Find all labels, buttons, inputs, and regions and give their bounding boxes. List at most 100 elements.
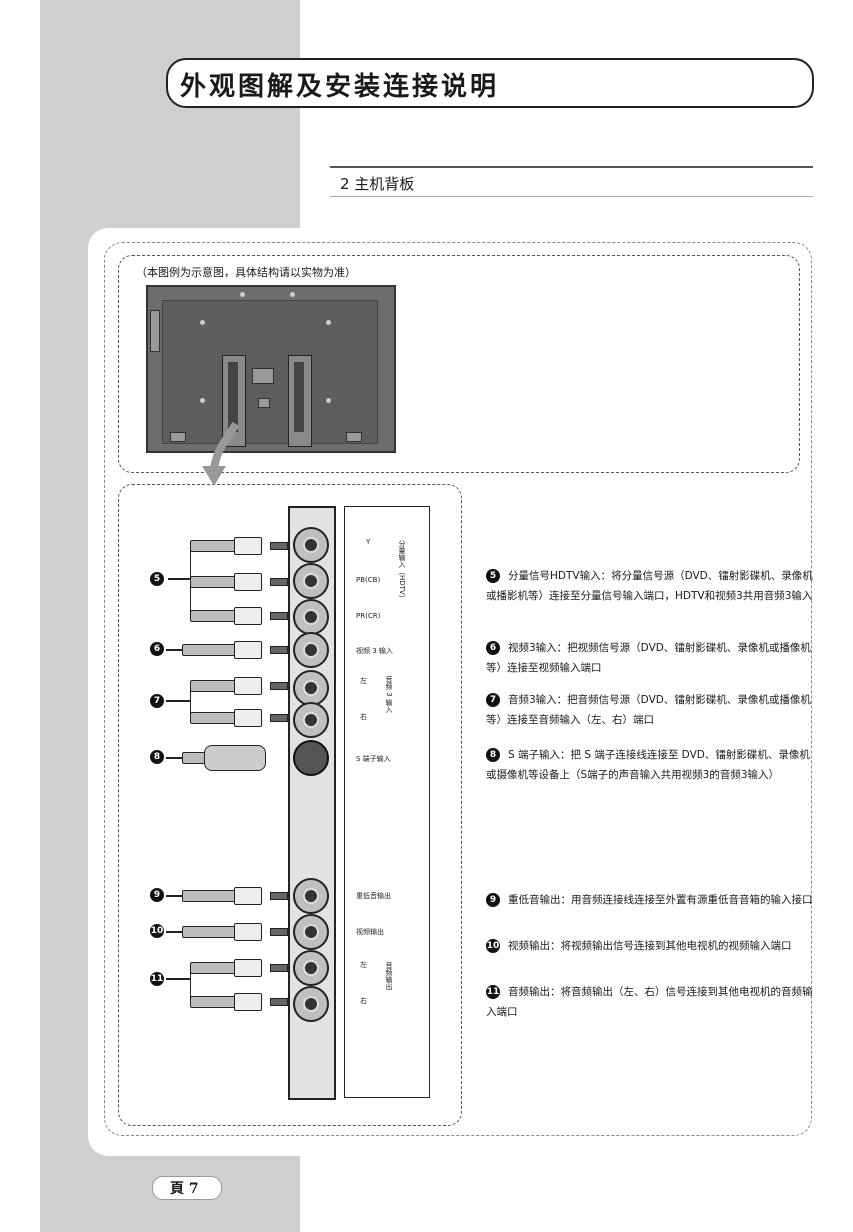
leader-line <box>166 978 190 980</box>
description-item: 9 重低音输出：用音频连接线连接至外置有源重低音音箱的输入接口 <box>486 890 816 910</box>
bracket <box>190 685 191 717</box>
description-number: 5 <box>486 569 500 583</box>
bracket <box>190 545 191 615</box>
description-text: 重低音输出：用音频连接线连接至外置有源重低音音箱的输入接口 <box>508 894 813 906</box>
title-frame <box>166 58 814 108</box>
section-rule-top <box>330 166 813 168</box>
s-video-plug <box>204 745 266 771</box>
description-text: 音频输出：将音频输出（左、右）信号连接到其他电视机的音频输入端口 <box>486 986 813 1018</box>
rca-tip <box>270 714 288 722</box>
rca-plug <box>234 573 262 591</box>
rca-tip <box>270 998 288 1006</box>
description-item: 10 视频输出：将视频输出信号连接到其他电视机的视频输入端口 <box>486 936 816 956</box>
tv-side-panel <box>150 310 160 352</box>
tv-screw <box>200 320 205 325</box>
rca-plug <box>234 607 262 625</box>
rca-plug <box>234 993 262 1011</box>
label-component-group: 分量输入（HDTV） <box>398 540 406 602</box>
tv-left-terminal-inner <box>228 362 238 432</box>
rca-tip <box>270 646 288 654</box>
rca-tip <box>270 964 288 972</box>
page-number-badge <box>152 1176 222 1200</box>
connector-figure-frame <box>118 484 462 1126</box>
label-left-in: 左 <box>360 677 367 685</box>
section-rule-bottom <box>330 196 813 197</box>
marker-10: 10 <box>150 924 164 938</box>
description-number: 8 <box>486 748 500 762</box>
page-number: 頁 7 <box>170 1181 199 1197</box>
bracket <box>190 967 191 1001</box>
jack-s-video <box>293 740 329 776</box>
description-number: 9 <box>486 893 500 907</box>
label-right-out: 右 <box>360 997 367 1005</box>
section-title: 2 主机背板 <box>340 175 415 193</box>
tv-screw <box>240 292 245 297</box>
label-right-in: 右 <box>360 713 367 721</box>
page-title: 外观图解及安装连接说明 <box>180 72 500 102</box>
tv-port <box>258 398 270 408</box>
description-text: S 端子输入：把 S 端子连接线连接至 DVD、镭射影碟机、录像机或摄像机等设备… <box>486 749 810 781</box>
tv-right-terminal-inner <box>294 362 304 432</box>
description-number: 6 <box>486 641 500 655</box>
jack-pr <box>293 599 329 635</box>
marker-11: 11 <box>150 972 164 986</box>
jack-video3 <box>293 632 329 668</box>
tv-screw <box>200 398 205 403</box>
jack-audio-out-left <box>293 950 329 986</box>
marker-8: 8 <box>150 750 164 764</box>
tv-figure-frame <box>118 255 800 473</box>
jack-y <box>293 527 329 563</box>
rca-plug <box>234 923 262 941</box>
label-audio3-group: 音频 3 输入 <box>385 676 393 713</box>
jack-sub-out <box>293 878 329 914</box>
leader-line <box>168 578 190 580</box>
label-pr: PR(CR) <box>356 612 381 620</box>
tv-foot-left <box>170 432 186 442</box>
jack-pb <box>293 563 329 599</box>
tv-screw <box>326 320 331 325</box>
label-left-out: 左 <box>360 961 367 969</box>
description-number: 10 <box>486 939 500 953</box>
description-text: 视频输出：将视频输出信号连接到其他电视机的视频输入端口 <box>508 940 792 952</box>
leader-line <box>166 649 182 651</box>
jack-video-out <box>293 914 329 950</box>
leader-line <box>166 895 182 897</box>
label-video3-in: 视频 3 输入 <box>356 647 393 655</box>
label-video-out: 视频输出 <box>356 928 384 936</box>
description-number: 11 <box>486 985 500 999</box>
figure-note: （本图例为示意图，具体结构请以实物为准） <box>136 266 356 279</box>
leader-line <box>166 757 182 759</box>
label-y: Y <box>366 538 371 546</box>
description-text: 分量信号HDTV输入：将分量信号源（DVD、镭射影碟机、录像机或播影机等）连接至… <box>486 570 813 602</box>
rca-plug <box>234 677 262 695</box>
tv-foot-right <box>346 432 362 442</box>
label-strip <box>344 506 430 1098</box>
rca-plug <box>234 887 262 905</box>
leader-line <box>166 931 182 933</box>
rca-tip <box>270 542 288 550</box>
jack-audio3-right <box>293 702 329 738</box>
description-text: 视频3输入：把视频信号源（DVD、镭射影碟机、录像机或播像机等）连接至视频输入端… <box>486 642 811 674</box>
rca-tip <box>270 578 288 586</box>
label-s-video-in: S 端子输入 <box>356 755 391 763</box>
tv-screw <box>326 398 331 403</box>
label-audio-out-group: 音频输出 <box>385 962 393 990</box>
marker-7: 7 <box>150 694 164 708</box>
description-number: 7 <box>486 693 500 707</box>
rca-tip <box>270 682 288 690</box>
arrow-icon <box>202 421 240 486</box>
rca-tip <box>270 892 288 900</box>
rca-plug <box>234 959 262 977</box>
leader-line <box>166 700 190 702</box>
marker-5: 5 <box>150 572 164 586</box>
tv-label-plate <box>252 368 274 384</box>
outer-dashed-frame <box>104 242 812 1136</box>
description-text: 音频3输入：把音频信号源（DVD、镭射影碟机、录像机或播像机等）连接至音频输入（… <box>486 694 811 726</box>
tv-screw <box>290 292 295 297</box>
marker-9: 9 <box>150 888 164 902</box>
